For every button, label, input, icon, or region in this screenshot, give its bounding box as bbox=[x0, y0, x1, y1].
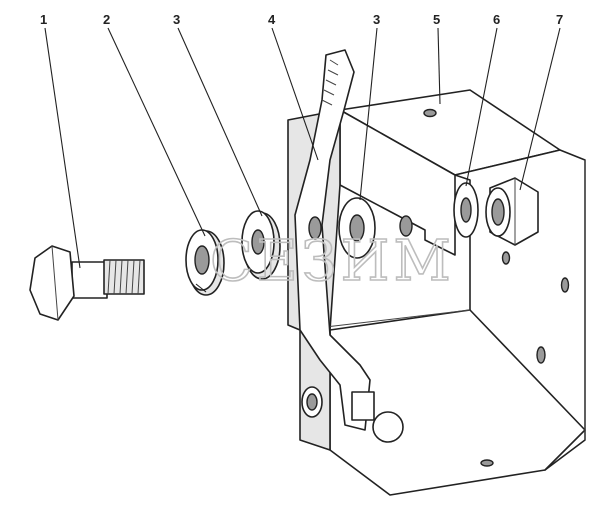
lever bbox=[294, 49, 404, 443]
lock-washer-2 bbox=[185, 229, 225, 296]
leader-1 bbox=[44, 27, 81, 269]
callout-6: 6 bbox=[493, 12, 500, 27]
bolt-shank bbox=[71, 261, 108, 299]
bracket-mount-hole bbox=[399, 215, 413, 237]
leader-7 bbox=[519, 27, 561, 191]
washer-6 bbox=[453, 182, 479, 238]
washer-3-outer bbox=[241, 210, 281, 280]
callout-1: 1 bbox=[40, 12, 47, 27]
callout-3a: 3 bbox=[173, 12, 180, 27]
leader-6 bbox=[465, 27, 498, 187]
callout-4: 4 bbox=[268, 12, 276, 27]
leader-4 bbox=[271, 27, 319, 161]
nut-7 bbox=[485, 177, 539, 246]
bolt-1 bbox=[29, 245, 145, 321]
watermark: СЕЗИМ bbox=[210, 229, 455, 294]
lever-ball bbox=[372, 411, 404, 443]
leader-5 bbox=[437, 27, 441, 105]
bracket-side-hole-2 bbox=[536, 346, 546, 364]
bolt-thread bbox=[103, 259, 145, 295]
bracket-bottom-hole bbox=[480, 459, 494, 467]
bracket-side-hole-3 bbox=[501, 251, 511, 265]
callout-5: 5 bbox=[433, 12, 440, 27]
callout-7: 7 bbox=[556, 12, 563, 27]
bolt-head bbox=[29, 245, 75, 321]
bracket-side-hole-1 bbox=[560, 277, 570, 293]
leader-2 bbox=[107, 27, 206, 237]
washer-3-inner bbox=[338, 197, 376, 259]
leader-3b bbox=[359, 27, 378, 201]
callout-3b: 3 bbox=[373, 12, 380, 27]
lever-pivot-hole bbox=[308, 216, 322, 240]
lever-pin-body bbox=[351, 391, 375, 421]
leader-3a bbox=[177, 27, 263, 217]
callout-2: 2 bbox=[103, 12, 110, 27]
bracket-top-hole bbox=[423, 108, 437, 118]
